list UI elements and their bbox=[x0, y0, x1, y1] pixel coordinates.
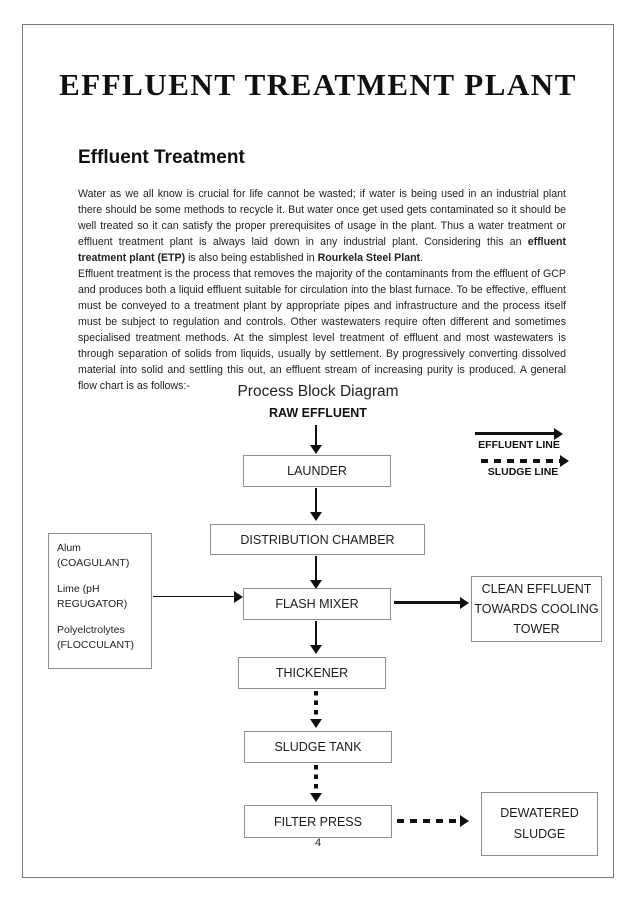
arrow-sludge-tank-to-filter-press bbox=[309, 765, 323, 802]
arrow-stem bbox=[314, 488, 318, 512]
legend-sludge-line-label: SLUDGE LINE bbox=[487, 466, 559, 478]
paragraph-1-text3: . bbox=[420, 252, 424, 264]
flow-box-flash-mixer: FLASH MIXER bbox=[243, 588, 391, 620]
arrow-flash-mixer-to-thickener bbox=[309, 621, 323, 654]
arrow-right-icon bbox=[554, 427, 563, 440]
paragraph-1-text: Water as we all know is crucial for life… bbox=[78, 188, 566, 248]
flow-box-launder: LAUNDER bbox=[243, 455, 391, 487]
arrow-stem bbox=[397, 818, 460, 823]
reagent-lime: Lime (pH REGUGATOR) bbox=[57, 583, 128, 610]
reagent-alum: Alum (COAGULANT) bbox=[57, 542, 130, 569]
legend-sludge-line-arrow-icon bbox=[481, 454, 569, 467]
legend-sludge-line-stem bbox=[481, 458, 560, 463]
arrow-down-icon bbox=[310, 580, 322, 589]
arrow-right-icon bbox=[560, 454, 569, 467]
reagent-polyelectrolytes: Polyelctrolytes (FLOCCULANT) bbox=[57, 624, 135, 651]
diagram-title: Process Block Diagram bbox=[237, 383, 399, 400]
arrow-down-icon bbox=[310, 645, 322, 654]
bold-etp: effluent treatment plant (ETP) bbox=[78, 236, 566, 264]
arrow-stem bbox=[314, 425, 318, 445]
arrow-reagents-to-flash-mixer bbox=[153, 590, 243, 603]
side-box-dewatered-sludge: DEWATERED SLUDGE bbox=[481, 792, 598, 856]
page-border: EFFLUENT TREATMENT PLANT Effluent Treatm… bbox=[22, 24, 614, 878]
arrow-launder-to-distribution bbox=[309, 488, 323, 521]
arrow-stem bbox=[314, 765, 318, 793]
flow-box-filter-press: FILTER PRESS bbox=[244, 805, 392, 838]
page-number: 4 bbox=[314, 837, 322, 849]
paragraph-2: Effluent treatment is the process that r… bbox=[78, 268, 566, 390]
raw-effluent-label: RAW EFFLUENT bbox=[269, 406, 367, 420]
section-heading: Effluent Treatment bbox=[78, 147, 245, 168]
arrow-down-icon bbox=[310, 719, 322, 728]
arrow-stem bbox=[394, 601, 460, 604]
flow-box-distribution-chamber: DISTRIBUTION CHAMBER bbox=[210, 524, 425, 555]
flow-box-sludge-tank: SLUDGE TANK bbox=[244, 731, 392, 763]
document-title: EFFLUENT TREATMENT PLANT bbox=[59, 67, 577, 102]
arrow-thickener-to-sludge-tank bbox=[309, 691, 323, 728]
arrow-raw-effluent-to-launder bbox=[309, 425, 323, 454]
legend-effluent-line-stem bbox=[475, 432, 554, 435]
arrow-down-icon bbox=[310, 445, 322, 454]
arrow-flash-mixer-to-clean-effluent bbox=[394, 596, 469, 609]
arrow-distribution-to-flash-mixer bbox=[309, 556, 323, 589]
bold-rourkela: Rourkela Steel Plant bbox=[317, 252, 421, 264]
arrow-down-icon bbox=[310, 512, 322, 521]
paragraph-1: Water as we all know is crucial for life… bbox=[78, 186, 566, 266]
flow-box-thickener: THICKENER bbox=[238, 657, 386, 689]
arrow-right-icon bbox=[234, 590, 243, 603]
arrow-down-icon bbox=[310, 793, 322, 802]
side-box-clean-effluent: CLEAN EFFLUENT TOWARDS COOLING TOWER bbox=[471, 576, 602, 642]
arrow-right-icon bbox=[460, 596, 469, 609]
legend-effluent-line-arrow-icon bbox=[475, 427, 563, 440]
arrow-stem bbox=[314, 621, 318, 645]
body-text: Water as we all know is crucial for life… bbox=[78, 186, 566, 390]
legend-effluent-line-label: EFFLUENT LINE bbox=[478, 439, 560, 451]
arrow-stem bbox=[153, 595, 234, 598]
arrow-right-icon bbox=[460, 814, 469, 827]
arrow-stem bbox=[314, 556, 318, 580]
arrow-filter-press-to-dewatered-sludge bbox=[397, 814, 469, 827]
reagents-box: Alum (COAGULANT) Lime (pH REGUGATOR) Pol… bbox=[48, 533, 152, 669]
paragraph-1-text2: is also being established in bbox=[185, 252, 318, 264]
arrow-stem bbox=[314, 691, 318, 719]
